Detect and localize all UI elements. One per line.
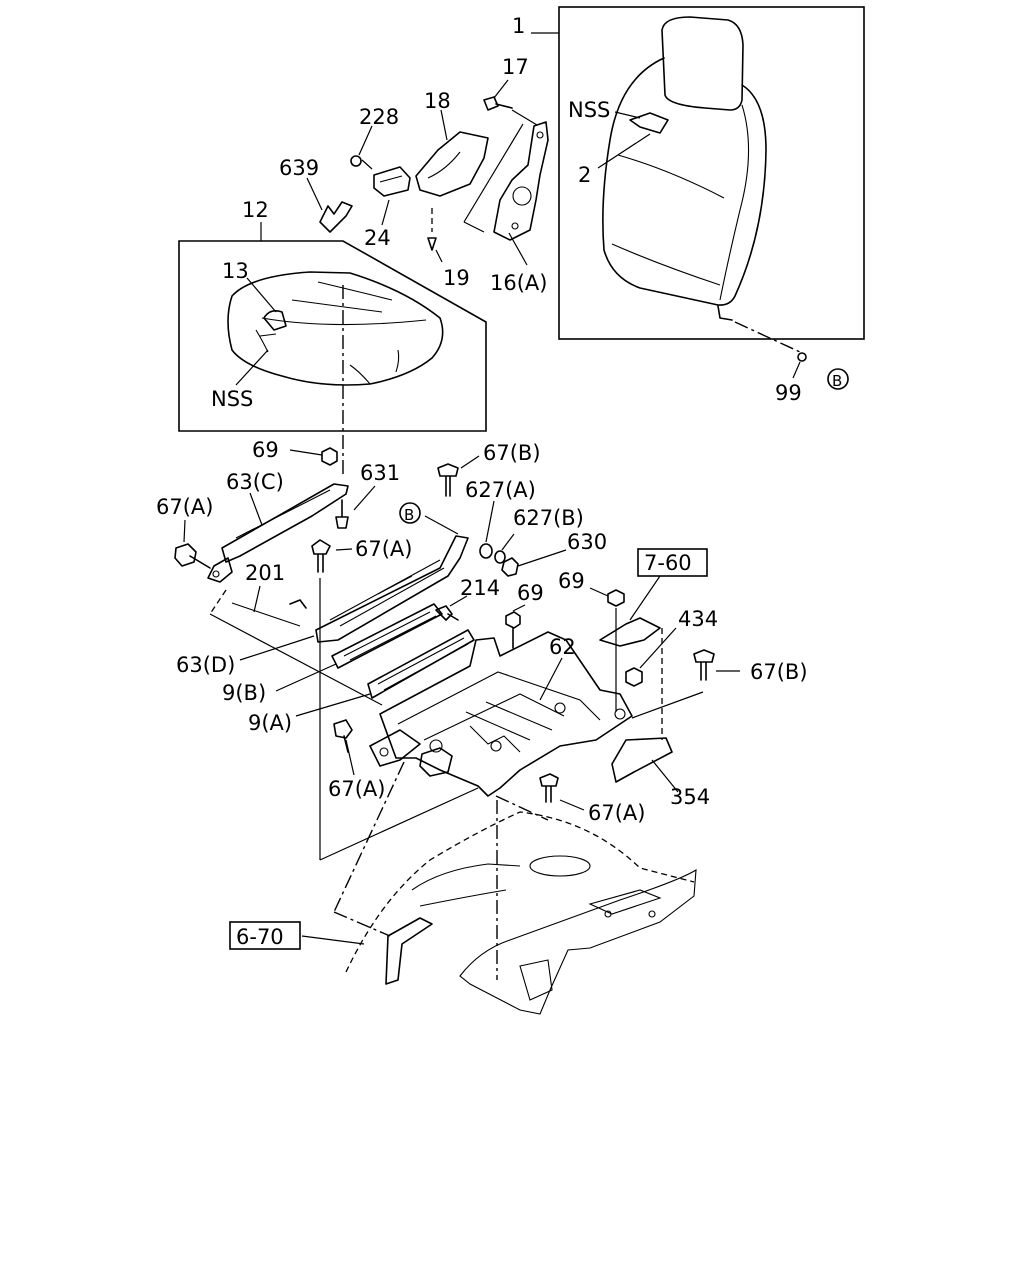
- knob-24: [373, 166, 411, 197]
- gear-sector: [419, 747, 453, 777]
- label-9b: 9(B): [222, 681, 266, 705]
- cable-201: [289, 599, 307, 609]
- label-354: 354: [670, 785, 710, 809]
- nut-434: [625, 667, 643, 687]
- label-434: 434: [678, 607, 718, 631]
- rail-63d: [315, 535, 469, 643]
- bolt-631: [335, 499, 349, 529]
- rail-group: [174, 447, 376, 583]
- bracket-760: [599, 617, 661, 647]
- lower-rail-group: [209, 535, 475, 717]
- label-67a-mid: 67(A): [355, 537, 412, 561]
- bolt-67a-bottom: [539, 773, 559, 803]
- label-67a-lower: 67(A): [328, 777, 385, 801]
- nut-630: [501, 557, 519, 577]
- label-12: 12: [242, 198, 269, 222]
- bolt-17: [483, 96, 513, 111]
- label-99: 99: [775, 381, 802, 405]
- label-24: 24: [364, 226, 391, 250]
- reference-marker-b: [827, 368, 849, 390]
- bolt-67a-mid: [311, 539, 331, 573]
- label-nss-back: NSS: [568, 98, 610, 122]
- label-228: 228: [359, 105, 399, 129]
- label-1: 1: [512, 14, 525, 38]
- nut-69-mid: [505, 611, 521, 649]
- label-67a-bottom: 67(A): [588, 801, 645, 825]
- clip-639: [319, 201, 353, 233]
- label-627b: 627(B): [513, 506, 584, 530]
- nut-69-right: [607, 589, 625, 607]
- bracket-16a: [493, 121, 549, 241]
- label-69-top: 69: [252, 438, 279, 462]
- label-7-60: 7-60: [644, 551, 692, 575]
- frame-group: [333, 575, 740, 811]
- hinge-parts-group: [306, 79, 549, 266]
- ref-box-6-70: [229, 921, 301, 950]
- seat-back-cushion: [602, 57, 767, 306]
- seat-back-group: [531, 6, 865, 379]
- bolt-67a-left: [174, 543, 211, 569]
- nss-tag: [629, 112, 669, 134]
- screw-19: [427, 237, 437, 251]
- washer-627b: [494, 550, 506, 564]
- label-631: 631: [360, 461, 400, 485]
- reference-marker-b2: [399, 502, 421, 524]
- ref-box-7-60: [637, 548, 708, 577]
- seat-back-headrest: [661, 16, 744, 111]
- floor-group: [301, 578, 697, 1015]
- label-2: 2: [578, 163, 591, 187]
- fastener-group: [311, 455, 567, 577]
- label-6-70: 6-70: [236, 925, 284, 949]
- label-63d: 63(D): [176, 653, 235, 677]
- floor-panel: [385, 917, 433, 985]
- label-circle-b: B: [832, 372, 842, 390]
- nut-99: [797, 352, 807, 362]
- label-214: 214: [460, 576, 500, 600]
- label-62: 62: [549, 635, 576, 659]
- label-9a: 9(A): [248, 711, 292, 735]
- label-63c: 63(C): [226, 470, 284, 494]
- cover-18: [415, 131, 489, 197]
- bolt-67a-lower: [333, 719, 353, 753]
- label-19: 19: [443, 266, 470, 290]
- bracket-354: [611, 737, 673, 783]
- seat-back-box: [558, 6, 865, 340]
- bolt-214: [435, 605, 459, 621]
- label-67b-right: 67(B): [750, 660, 808, 684]
- screw-228: [350, 155, 362, 167]
- label-67b-top: 67(B): [483, 441, 541, 465]
- label-69-mid: 69: [517, 581, 544, 605]
- washer-627a: [479, 543, 493, 559]
- bolt-67b-top: [437, 463, 459, 497]
- label-circle-b2: B: [404, 506, 414, 524]
- rail-63c: [221, 483, 349, 563]
- label-630: 630: [567, 530, 607, 554]
- seat-cushion: [227, 271, 444, 386]
- label-nss-cushion: NSS: [211, 387, 253, 411]
- label-67a-left: 67(A): [156, 495, 213, 519]
- cover-9a: [367, 629, 475, 699]
- label-627a: 627(A): [465, 478, 536, 502]
- seat-cushion-box: [178, 240, 487, 432]
- label-201: 201: [245, 561, 285, 585]
- label-69-right: 69: [558, 569, 585, 593]
- label-16a: 16(A): [490, 271, 547, 295]
- seat-cushion-group: [178, 222, 487, 478]
- label-639: 639: [279, 156, 319, 180]
- nut-69-top: [321, 447, 338, 466]
- label-17: 17: [502, 55, 529, 79]
- label-13: 13: [222, 259, 249, 283]
- label-18: 18: [424, 89, 451, 113]
- bolt-67b-right: [693, 649, 715, 681]
